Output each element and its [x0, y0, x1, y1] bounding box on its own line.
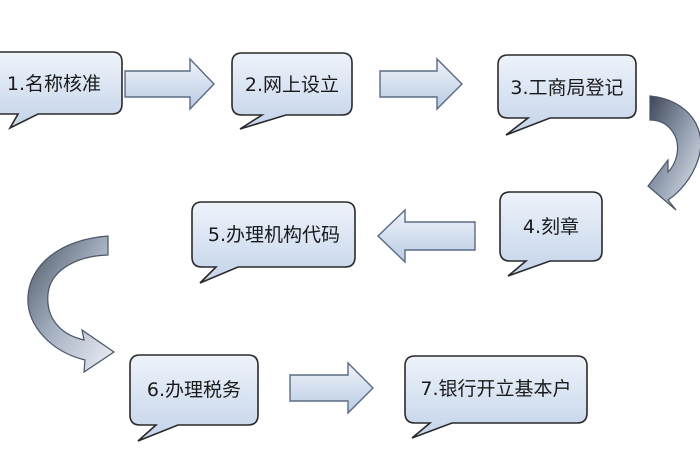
step-3-label: 3.工商局登记	[510, 77, 623, 99]
step-5-label: 5.办理机构代码	[208, 224, 340, 246]
step-1-callout-shape	[0, 51, 123, 130]
step-5-callout: 5.办理机构代码	[191, 201, 356, 284]
curved-arrow-step3-to-step4	[647, 95, 700, 211]
step-4-callout-shape	[499, 191, 603, 277]
step-4-callout: 4.刻章	[499, 191, 603, 277]
step-2-callout-shape	[231, 52, 353, 130]
step-1-label: 1.名称核准	[7, 73, 101, 95]
arrow-step6-to-step7	[289, 361, 374, 415]
step-2-label: 2.网上设立	[245, 74, 339, 96]
step-6-label: 6.办理税务	[147, 379, 241, 401]
step-7-callout: 7.银行开立基本户	[404, 355, 588, 439]
step-6-callout-shape	[129, 354, 259, 442]
arrow-step1-to-step2	[124, 57, 215, 111]
step-6-callout: 6.办理税务	[129, 354, 259, 442]
arrow-step2-to-step3	[379, 57, 463, 111]
step-5-callout-shape	[191, 201, 356, 284]
step-1-callout: 1.名称核准	[0, 51, 123, 130]
step-4-label: 4.刻章	[523, 216, 579, 238]
step-3-callout: 3.工商局登记	[497, 54, 637, 136]
step-7-label: 7.银行开立基本户	[420, 378, 571, 400]
step-3-callout-shape	[497, 54, 637, 136]
step-7-callout-shape	[404, 355, 588, 439]
step-2-callout: 2.网上设立	[231, 52, 353, 130]
arrow-step4-to-step5	[376, 208, 476, 264]
curved-arrow-step5-to-step6	[27, 235, 116, 374]
